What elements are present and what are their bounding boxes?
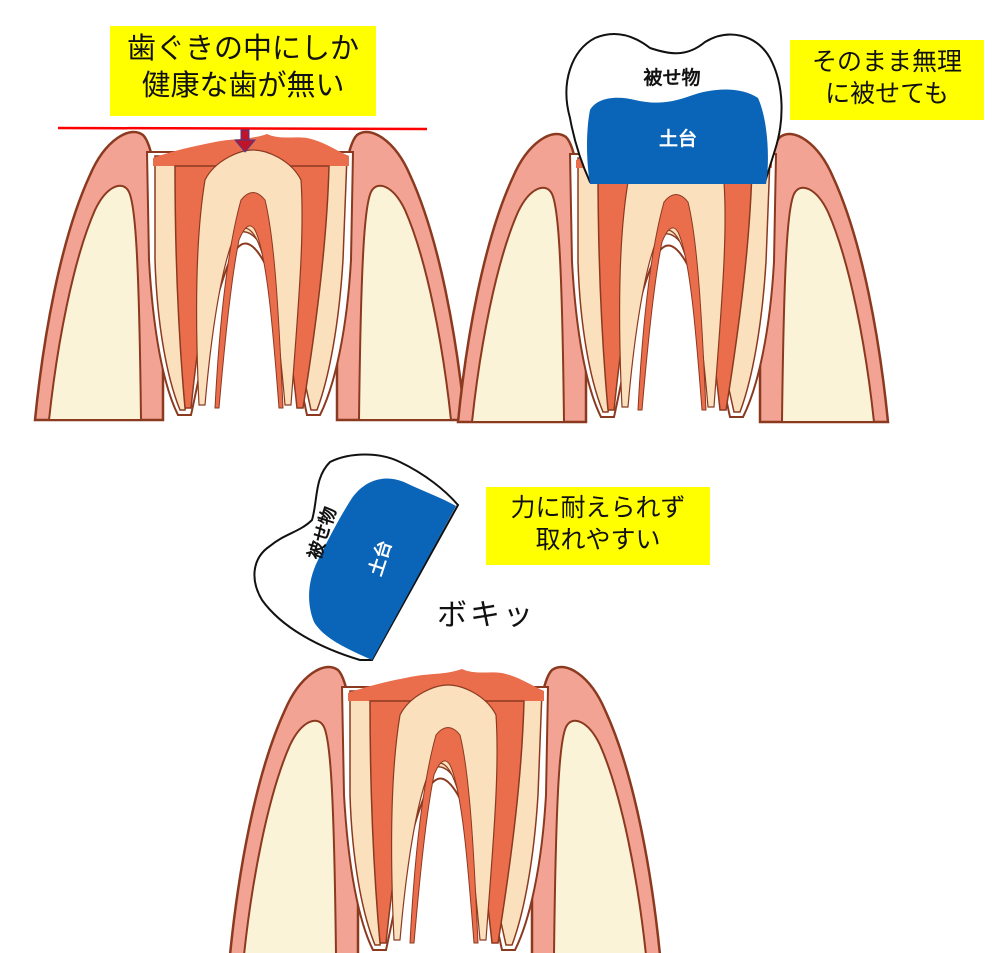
gumline-indicator bbox=[57, 126, 428, 131]
callout-line: 歯ぐきの中にしか bbox=[126, 31, 359, 65]
tooth-damaged-illustration bbox=[33, 130, 467, 422]
callout-line: に被せても bbox=[825, 79, 949, 108]
detached-core-shape bbox=[309, 478, 456, 660]
callout-comes-off-easily: 力に耐えられず 取れやすい bbox=[486, 487, 710, 565]
crown-label: 被せ物 bbox=[643, 66, 700, 89]
crack-sound-text: ボキッ bbox=[437, 598, 536, 633]
callout-healthy-tooth-lacking: 歯ぐきの中にしか 健康な歯が無い bbox=[110, 26, 376, 116]
callout-cover-forcibly: そのまま無理 に被せても bbox=[790, 40, 984, 120]
callout-line: 取れやすい bbox=[535, 525, 661, 554]
crown-with-core: 被せ物 土台 bbox=[565, 32, 783, 184]
callout-line: 力に耐えられず bbox=[510, 493, 686, 522]
callout-line: そのまま無理 bbox=[811, 47, 962, 76]
down-arrow-icon bbox=[233, 129, 257, 153]
tooth-detached-illustration bbox=[228, 665, 662, 953]
core-shape bbox=[587, 89, 768, 184]
core-label: 土台 bbox=[659, 127, 697, 150]
callout-line: 健康な歯が無い bbox=[141, 68, 345, 103]
detached-crown: 被せ物 土台 bbox=[253, 453, 460, 661]
